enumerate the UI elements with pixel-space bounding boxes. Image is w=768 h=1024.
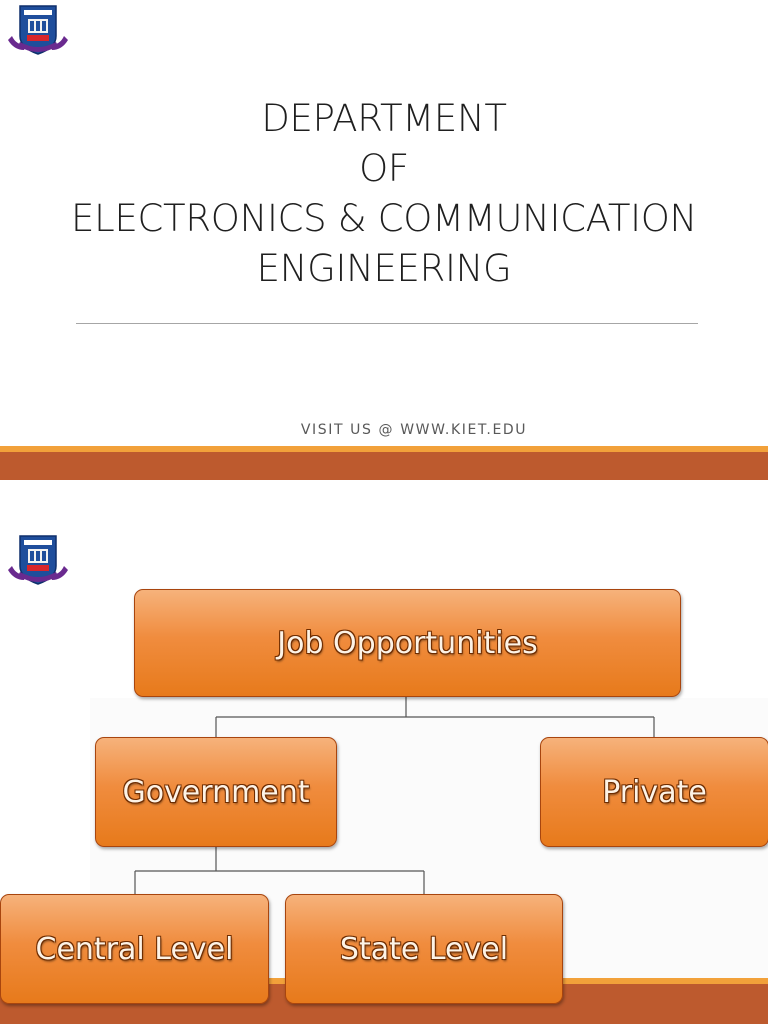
- node-label: Job Opportunities: [277, 625, 538, 661]
- node-private: Private: [540, 737, 768, 847]
- title-line: DEPARTMENT: [261, 97, 507, 140]
- hierarchy-connectors: [134, 697, 655, 894]
- title-slide: DEPARTMENT OF ELECTRONICS & COMMUNICATIO…: [0, 0, 768, 480]
- node-government: Government: [95, 737, 337, 847]
- kiet-logo-icon: [8, 535, 68, 585]
- visit-link[interactable]: VISIT US @ WWW.KIET.EDU: [300, 422, 528, 438]
- title-line: OF: [359, 147, 409, 190]
- footer-band-dark: [0, 452, 768, 480]
- footer-band-light: [0, 446, 768, 452]
- node-label: Central Level: [35, 931, 234, 967]
- slide-gap: [0, 480, 768, 498]
- department-title: DEPARTMENT OF ELECTRONICS & COMMUNICATIO…: [0, 94, 768, 294]
- node-job-opportunities: Job Opportunities: [134, 589, 681, 697]
- kiet-logo-icon: [8, 5, 68, 55]
- node-state-level: State Level: [285, 894, 563, 1004]
- title-line: ENGINEERING: [256, 247, 512, 290]
- title-line: ELECTRONICS & COMMUNICATION: [71, 197, 697, 240]
- job-opportunities-slide: Job Opportunities Government Private Cen…: [0, 498, 768, 1024]
- node-label: Private: [602, 774, 707, 810]
- node-label: Government: [122, 774, 310, 810]
- node-label: State Level: [339, 931, 509, 967]
- node-central-level: Central Level: [0, 894, 269, 1004]
- title-divider: [76, 323, 698, 324]
